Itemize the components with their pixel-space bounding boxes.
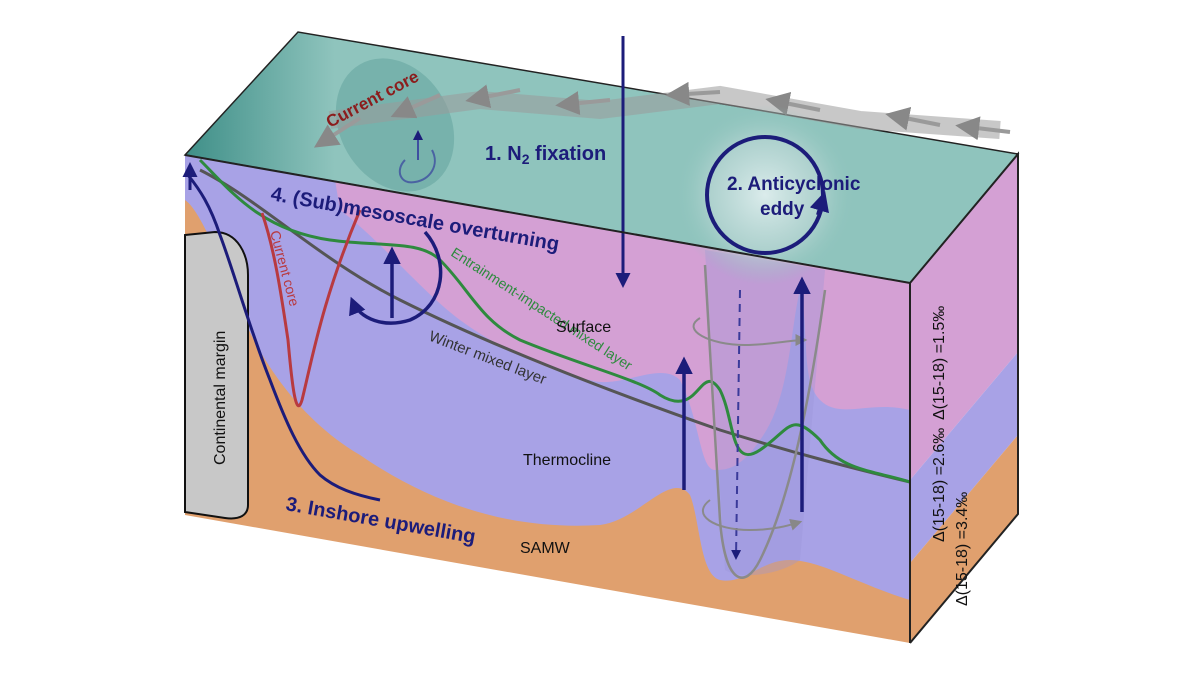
eddy-rotation-lower <box>702 499 803 532</box>
n2-fixation-label: 1. N2 fixation <box>485 143 606 167</box>
n2-fixation-prefix: 1. N <box>485 143 522 165</box>
continental-margin-label: Continental margin <box>212 331 229 465</box>
winter-mixed-layer-line <box>199 168 911 484</box>
eddy-glow <box>675 105 855 285</box>
side-surface-layer <box>910 154 1018 480</box>
eddy-dashed-arrow <box>731 289 742 560</box>
surface-delta-label: Δ(15-18) =1.5‰ <box>931 306 948 420</box>
surface-layer <box>330 155 910 470</box>
eddy-label-line1: 2. Anticyclonic <box>727 174 861 195</box>
eddy-column <box>705 250 825 576</box>
entrainment-mixed-layer-line <box>198 158 911 484</box>
eddy-label-line2: eddy <box>760 199 805 220</box>
current-core-shading <box>335 58 455 192</box>
samw-label: SAMW <box>520 540 571 557</box>
eddy-rotation-upper <box>692 317 808 347</box>
eddy-circle-arrow <box>809 191 829 216</box>
thermocline-label: Thermocline <box>523 452 611 469</box>
n2-fixation-subscript: 2 <box>522 151 530 167</box>
overturning-circle <box>349 230 443 325</box>
n2-fixation-suffix: fixation <box>529 143 606 165</box>
side-thermocline-layer <box>910 352 1018 563</box>
samw-delta-label: Δ(15-18) =3.4‰ <box>954 492 971 606</box>
thermocline-delta-label: Δ(15-18) =2.6‰ <box>931 428 948 542</box>
side-samw-layer <box>910 435 1018 643</box>
current-core-section-line <box>260 209 362 408</box>
surface-overturning-symbol <box>398 149 436 184</box>
continental-margin <box>184 230 249 520</box>
surface-label: Surface <box>556 319 611 336</box>
side-face-outline <box>909 151 1019 644</box>
surface-current-arrows <box>313 81 1011 148</box>
upwelling-line <box>186 174 381 502</box>
